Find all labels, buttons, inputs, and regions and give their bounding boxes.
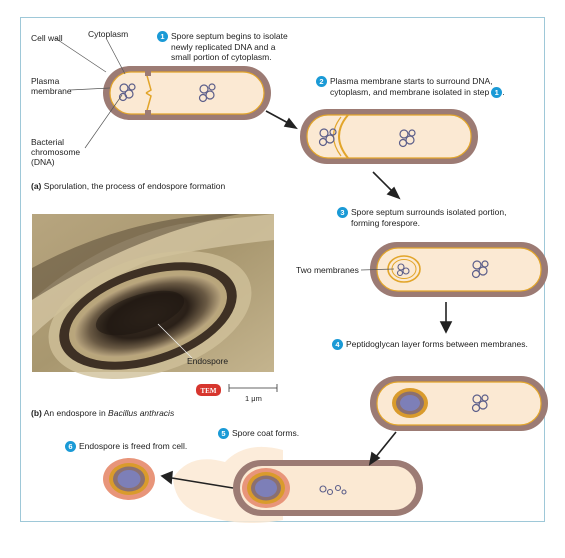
freed-endospore bbox=[103, 458, 155, 500]
label-two-membranes: Two membranes bbox=[296, 265, 359, 275]
caption-a-letter: (a) bbox=[31, 181, 42, 191]
step-number-badge: 6 bbox=[65, 441, 76, 452]
scale-bar-label: 1 μm bbox=[245, 394, 262, 403]
label-cytoplasm: Cytoplasm bbox=[88, 29, 129, 39]
label-plasma-line1: Plasma bbox=[31, 76, 60, 86]
dna-coil-icon bbox=[471, 260, 489, 279]
cell-step-5 bbox=[173, 446, 423, 524]
step-ref-badge: 1 bbox=[491, 87, 503, 98]
caption-b-text: An endospore in bbox=[43, 408, 109, 418]
leader-lines bbox=[54, 37, 395, 271]
process-arrows bbox=[160, 110, 453, 489]
caption-a-text: Sporulation, the process of endospore fo… bbox=[43, 181, 226, 191]
step-number-badge: 1 bbox=[157, 31, 168, 42]
step-number-badge: 4 bbox=[332, 339, 343, 350]
caption-a: (a) Sporulation, the process of endospor… bbox=[31, 181, 225, 191]
step-3-line-1: Spore septum surrounds isolated portion, bbox=[351, 207, 507, 217]
caption-b-species: Bacillus anthracis bbox=[108, 408, 175, 418]
step-2-line-2: cytoplasm, and membrane isolated in step bbox=[330, 87, 490, 97]
label-plasma-membrane: Plasma membrane bbox=[31, 76, 72, 96]
step-5-line-1: Spore coat forms. bbox=[232, 428, 300, 438]
tem-micrograph bbox=[32, 214, 278, 396]
dna-coil-icon bbox=[396, 263, 410, 277]
step-4-line-1: Peptidoglycan layer forms between membra… bbox=[346, 339, 528, 349]
cell-step-4 bbox=[370, 376, 548, 431]
dna-coil-icon bbox=[318, 128, 337, 147]
step-6-line-1: Endospore is freed from cell. bbox=[79, 441, 188, 451]
label-bacterial-chromosome: Bacterial chromosome (DNA) bbox=[31, 137, 80, 167]
step-1-line-2: newly replicated DNA and a bbox=[171, 42, 276, 52]
cell-step-1 bbox=[103, 66, 271, 120]
label-chrom-line2: chromosome bbox=[31, 147, 81, 157]
cell-step-3 bbox=[370, 242, 548, 297]
dna-fragments-icon bbox=[319, 484, 347, 496]
step-number-badge: 2 bbox=[316, 76, 327, 87]
tem-badge: TEM bbox=[200, 387, 217, 395]
step-number-badge: 5 bbox=[218, 428, 229, 439]
step-1-line-1: Spore septum begins to isolate bbox=[171, 31, 288, 41]
label-plasma-line2: membrane bbox=[31, 86, 72, 96]
dna-coil-icon bbox=[398, 129, 416, 148]
step-3-line-2: forming forespore. bbox=[351, 218, 420, 228]
dna-coil-icon bbox=[471, 394, 489, 413]
cell-step-2 bbox=[300, 109, 478, 164]
step-number-badge: 3 bbox=[337, 207, 348, 218]
label-chrom-line3: (DNA) bbox=[31, 157, 55, 167]
label-cell-wall: Cell wall bbox=[31, 33, 63, 43]
dna-coil-icon bbox=[198, 83, 216, 103]
caption-b-letter: (b) bbox=[31, 408, 42, 418]
step-1-line-3: small portion of cytoplasm. bbox=[171, 52, 272, 62]
dna-coil-icon bbox=[118, 83, 136, 102]
caption-b: (b) An endospore in Bacillus anthracis bbox=[31, 408, 174, 418]
label-endospore: Endospore bbox=[187, 356, 229, 366]
label-chrom-line1: Bacterial bbox=[31, 137, 65, 147]
step-2-line-1: Plasma membrane starts to surround DNA, bbox=[330, 76, 493, 86]
